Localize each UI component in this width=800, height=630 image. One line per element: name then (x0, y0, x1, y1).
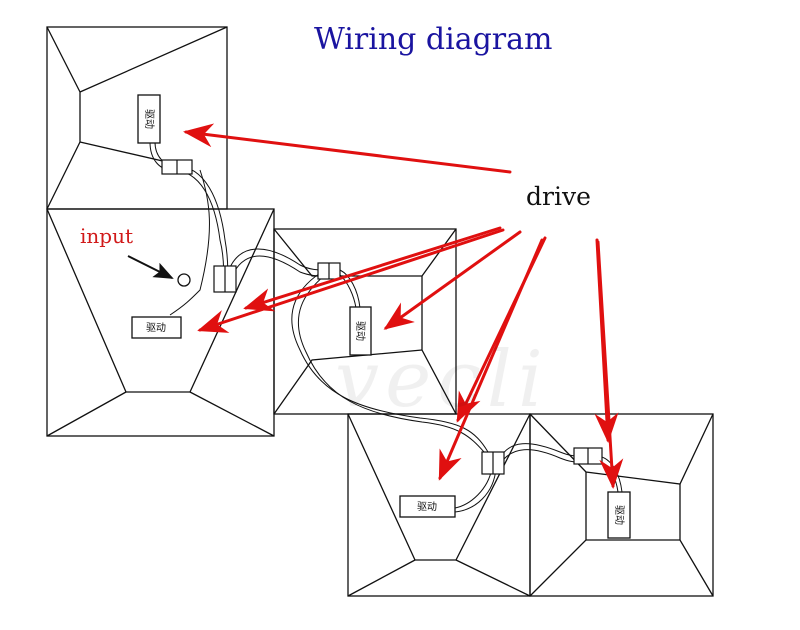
drive-arrow-8 (596, 240, 624, 489)
wire-connectors (161, 159, 603, 475)
driver-box-4-label: 驱动 (417, 501, 437, 513)
drive-arrow-4 (383, 230, 522, 330)
drive-arrow-2 (243, 226, 502, 312)
driver-box-5: 驱动 (607, 491, 631, 539)
input-socket (177, 273, 191, 287)
driver-box-4: 驱动 (399, 495, 456, 518)
driver-box-3: 驱动 (349, 306, 372, 356)
diagram-title: Wiring diagram (314, 22, 553, 57)
light-panel-5 (529, 413, 714, 597)
drive-arrows (183, 123, 624, 489)
driver-box-2: 驱动 (131, 316, 182, 339)
driver-box-2-label: 驱动 (146, 322, 166, 334)
drive-label: drive (526, 182, 591, 211)
drive-arrow-1 (183, 123, 512, 174)
input-arrow (127, 255, 174, 279)
light-panel-1 (46, 26, 228, 210)
input-label: input (80, 224, 133, 248)
drive-arrow-3 (197, 228, 505, 333)
driver-box-3-label: 驱动 (354, 321, 366, 341)
driver-box-1: 驱动 (137, 94, 161, 144)
driver-box-5-label: 驱动 (613, 505, 625, 525)
drive-arrow-6 (438, 238, 544, 481)
watermark: vecli (335, 335, 549, 425)
driver-box-1-label: 驱动 (143, 109, 155, 129)
